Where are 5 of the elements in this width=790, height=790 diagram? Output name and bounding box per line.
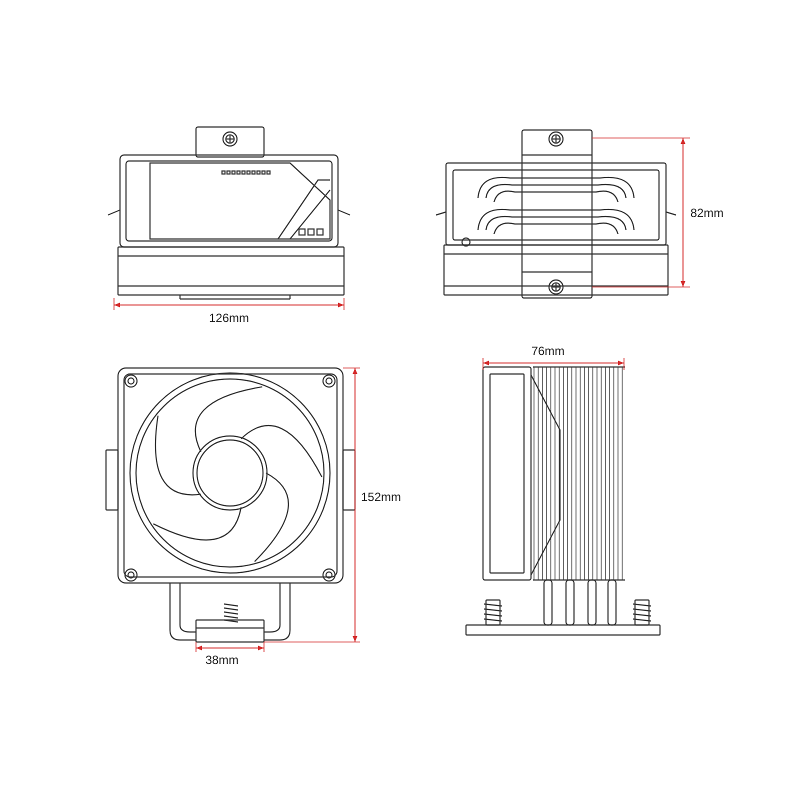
dimension-label: 82mm	[690, 207, 724, 219]
dimension-label: 38mm	[205, 654, 239, 666]
dimension-label: 152mm	[361, 491, 401, 503]
dimension-label: 76mm	[531, 345, 565, 357]
dimension-label: 126mm	[209, 312, 249, 324]
